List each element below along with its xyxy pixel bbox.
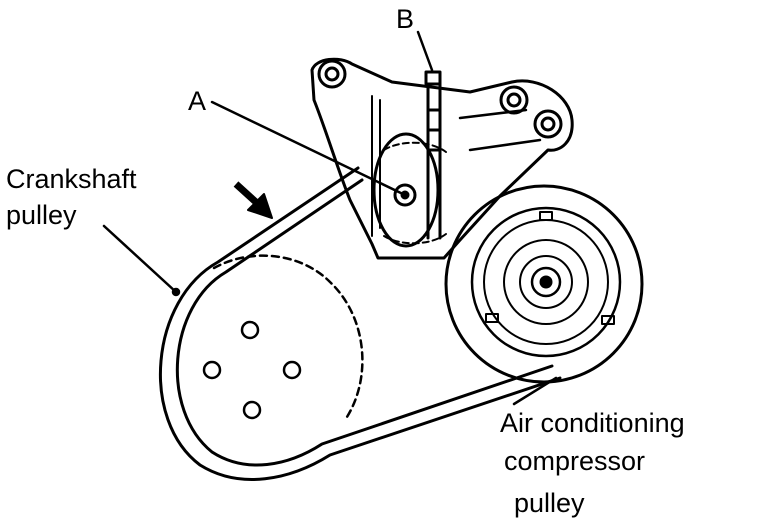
crankshaft-bolt-hole <box>202 360 222 380</box>
label-a: A <box>188 86 207 116</box>
bracket-bolt-right-inner <box>540 116 556 132</box>
adjusting-bolt-b <box>424 70 442 240</box>
label-crankshaft-pulley: pulley <box>6 200 77 230</box>
crankshaft-pulley <box>202 254 364 422</box>
label-ac-compressor: compressor <box>504 446 646 476</box>
crankshaft-bolt-hole <box>240 320 260 340</box>
pulley-rivet <box>601 315 615 325</box>
idler-pulley <box>372 132 447 248</box>
bracket-bolt-right-top-inner <box>506 92 522 108</box>
bracket-bolt-left <box>317 59 347 89</box>
label-b: B <box>396 4 415 34</box>
crankshaft-bolt-hole <box>242 400 262 420</box>
label-ac: Air conditioning <box>500 408 685 438</box>
drive-belt <box>159 166 562 481</box>
label-crankshaft: Crankshaft <box>6 164 137 194</box>
bracket-bolt-left-inner <box>324 66 340 82</box>
leader-line-ac <box>512 376 558 406</box>
tensioner-bracket <box>310 57 574 260</box>
bracket-bolt-right <box>533 109 563 139</box>
crankshaft-bolt-hole <box>282 360 302 380</box>
pivot-bolt-a <box>393 183 417 207</box>
leader-line-b <box>416 30 434 72</box>
label-ac-pulley: pulley <box>514 488 585 518</box>
ac-compressor-pulley <box>444 184 644 384</box>
bracket-bolt-right-top <box>499 85 529 115</box>
arrow-icon <box>233 181 273 219</box>
leader-line-a <box>210 100 407 197</box>
pulley-rivet <box>485 313 499 323</box>
pulley-rivet <box>539 211 553 221</box>
leader-dot-crankshaft <box>171 287 181 297</box>
leader-line-crankshaft <box>102 224 178 294</box>
